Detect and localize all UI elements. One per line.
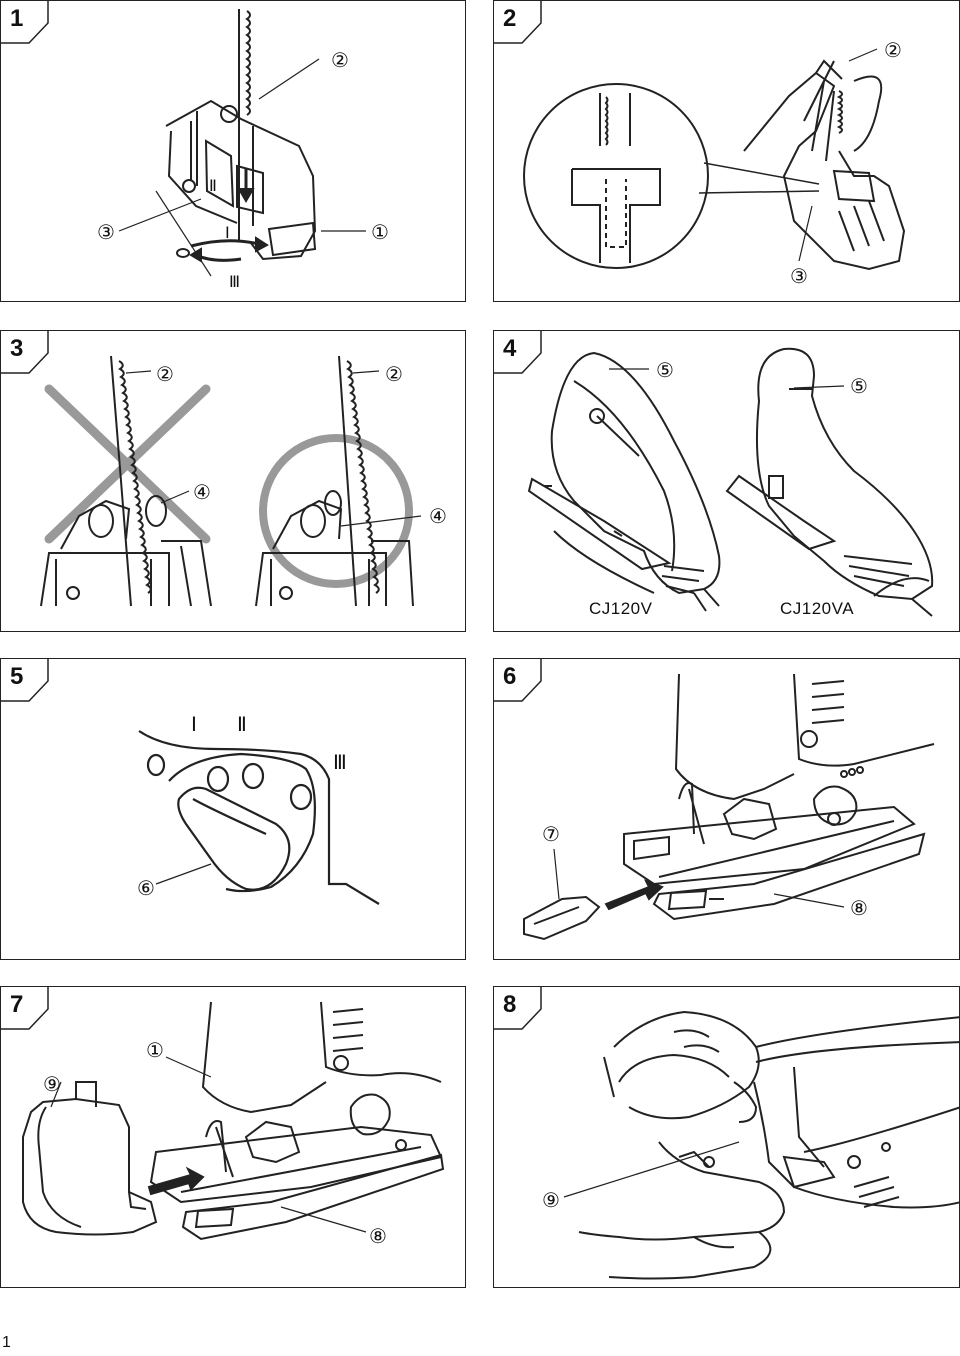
figure-3-panel: 3 [0,330,466,632]
model-label-cj120va: CJ120VA [780,599,855,618]
callout-label: Ⅲ [333,752,347,774]
callout-label: ① [146,1040,164,1062]
callout-label: ③ [97,222,115,244]
callout-label: ⑦ [542,824,560,846]
figure-number: 1 [10,5,24,32]
callout-label: ④ [429,506,447,528]
callout-label: ⑧ [850,898,868,920]
figure-7-illustration: ⑨ ① ⑧ [22,1001,445,1248]
figure-number: 8 [503,991,517,1018]
callout-label: ⑨ [43,1074,61,1096]
figure-number: 6 [503,663,517,690]
figure-number: 3 [10,335,24,362]
figure-7-panel: 7 ⑨ ① [0,986,466,1288]
figure-2-illustration: ② ③ [523,40,906,288]
callout-label: ⑥ [137,878,155,900]
callout-label: Ⅱ [237,714,247,736]
callout-label: ① [371,222,389,244]
figure-1-panel: 1 [0,0,466,302]
callout-label: ③ [790,266,808,288]
figure-5-panel: 5 Ⅰ Ⅱ Ⅲ ⑥ [0,658,466,960]
figure-5-illustration: Ⅰ Ⅱ Ⅲ ⑥ [137,714,380,905]
callout-label: ⑧ [369,1226,387,1248]
callout-label: Ⅰ [225,225,230,242]
callout-label: ② [385,364,403,386]
figure-number: 4 [503,335,517,362]
figure-2-panel: 2 ② ③ [493,0,960,302]
model-label-cj120v: CJ120V [589,599,653,618]
figure-6-panel: 6 ⑦ [493,658,960,960]
callout-label: ④ [193,482,211,504]
figure-1-illustration: ② Ⅱ ③ Ⅰ ① Ⅲ [97,9,389,291]
figure-4-illustration: ⑤ ⑤ [527,347,934,617]
figure-4-panel: 4 ⑤ ⑤ CJ120V [493,330,960,632]
figure-number: 5 [10,663,24,690]
figure-number: 7 [10,991,24,1018]
callout-label: Ⅲ [229,274,240,291]
figure-8-panel: 8 ⑨ [493,986,960,1288]
callout-label: ⑨ [542,1190,560,1212]
callout-label: Ⅰ [191,714,197,736]
figure-number: 2 [503,5,517,32]
page-number: 1 [2,1334,11,1351]
figure-8-illustration: ⑨ [542,1010,959,1280]
callout-label: ⑤ [850,376,868,398]
figure-6-illustration: ⑦ ⑧ [523,673,935,941]
callout-label: ⑤ [656,360,674,382]
figure-3-illustration: ② ④ ② ④ [40,355,447,607]
callout-label: ② [884,40,902,62]
callout-label: ② [156,364,174,386]
callout-label: Ⅱ [209,178,217,195]
callout-label: ② [331,50,349,72]
